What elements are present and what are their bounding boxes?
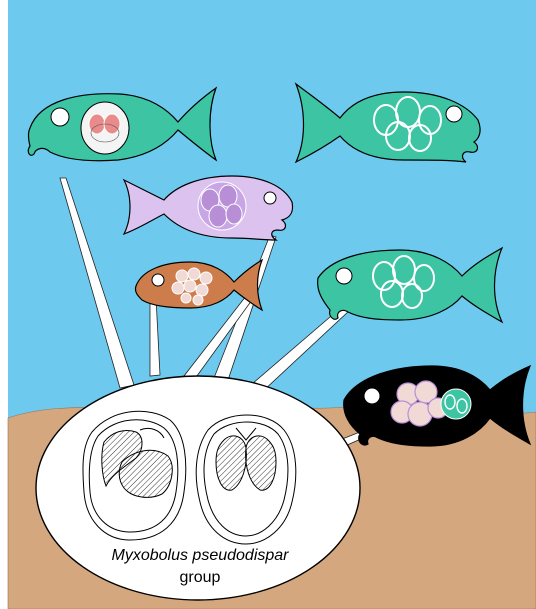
- species-name: Myxobolus pseudodispar: [80, 545, 320, 567]
- fish-eye: [446, 106, 462, 122]
- teal-spore-cyst: [441, 389, 471, 419]
- fish-eye: [51, 108, 69, 126]
- spore: [209, 205, 227, 227]
- group-label: group: [80, 567, 320, 589]
- spore: [226, 204, 242, 224]
- species-caption: Myxobolus pseudodispar group: [80, 545, 320, 589]
- fish-eye: [264, 192, 276, 204]
- fish-eye: [152, 274, 164, 286]
- fish-eye: [364, 388, 380, 404]
- fish-eye: [336, 268, 352, 284]
